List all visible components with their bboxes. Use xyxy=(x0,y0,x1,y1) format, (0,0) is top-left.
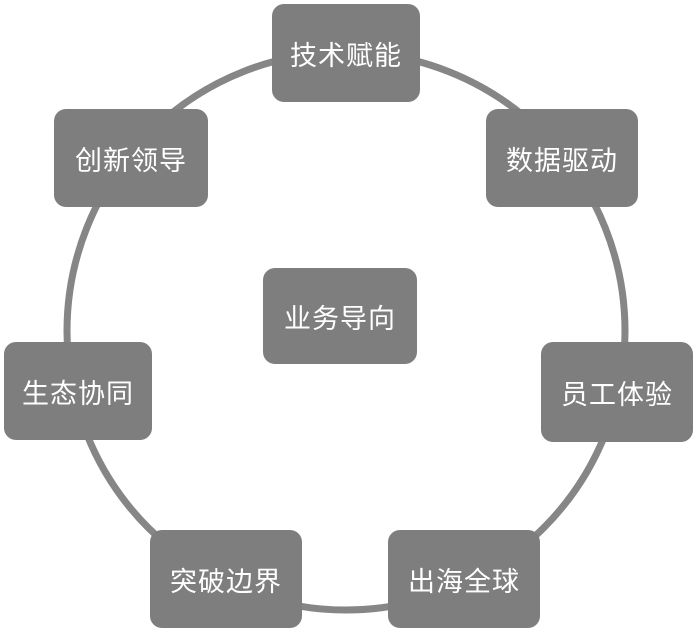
node-label: 出海全球 xyxy=(408,566,520,598)
node-label: 员工体验 xyxy=(561,379,673,411)
node-break-boundaries: 突破边界 xyxy=(150,530,302,628)
node-employee-experience: 员工体验 xyxy=(541,342,693,442)
node-label: 数据驱动 xyxy=(506,145,618,177)
node-tech-enablement: 技术赋能 xyxy=(272,4,420,102)
node-label: 技术赋能 xyxy=(290,40,402,72)
node-innovation-leadership: 创新领导 xyxy=(54,109,208,207)
node-data-driven: 数据驱动 xyxy=(486,109,638,207)
node-label: 突破边界 xyxy=(170,566,282,598)
node-ecosystem-synergy: 生态协同 xyxy=(4,342,152,440)
node-global-expansion: 出海全球 xyxy=(388,530,540,628)
center-node-business-oriented: 业务导向 xyxy=(263,268,417,364)
center-label: 业务导向 xyxy=(284,303,396,335)
node-label: 创新领导 xyxy=(75,145,187,177)
node-label: 生态协同 xyxy=(22,378,134,410)
